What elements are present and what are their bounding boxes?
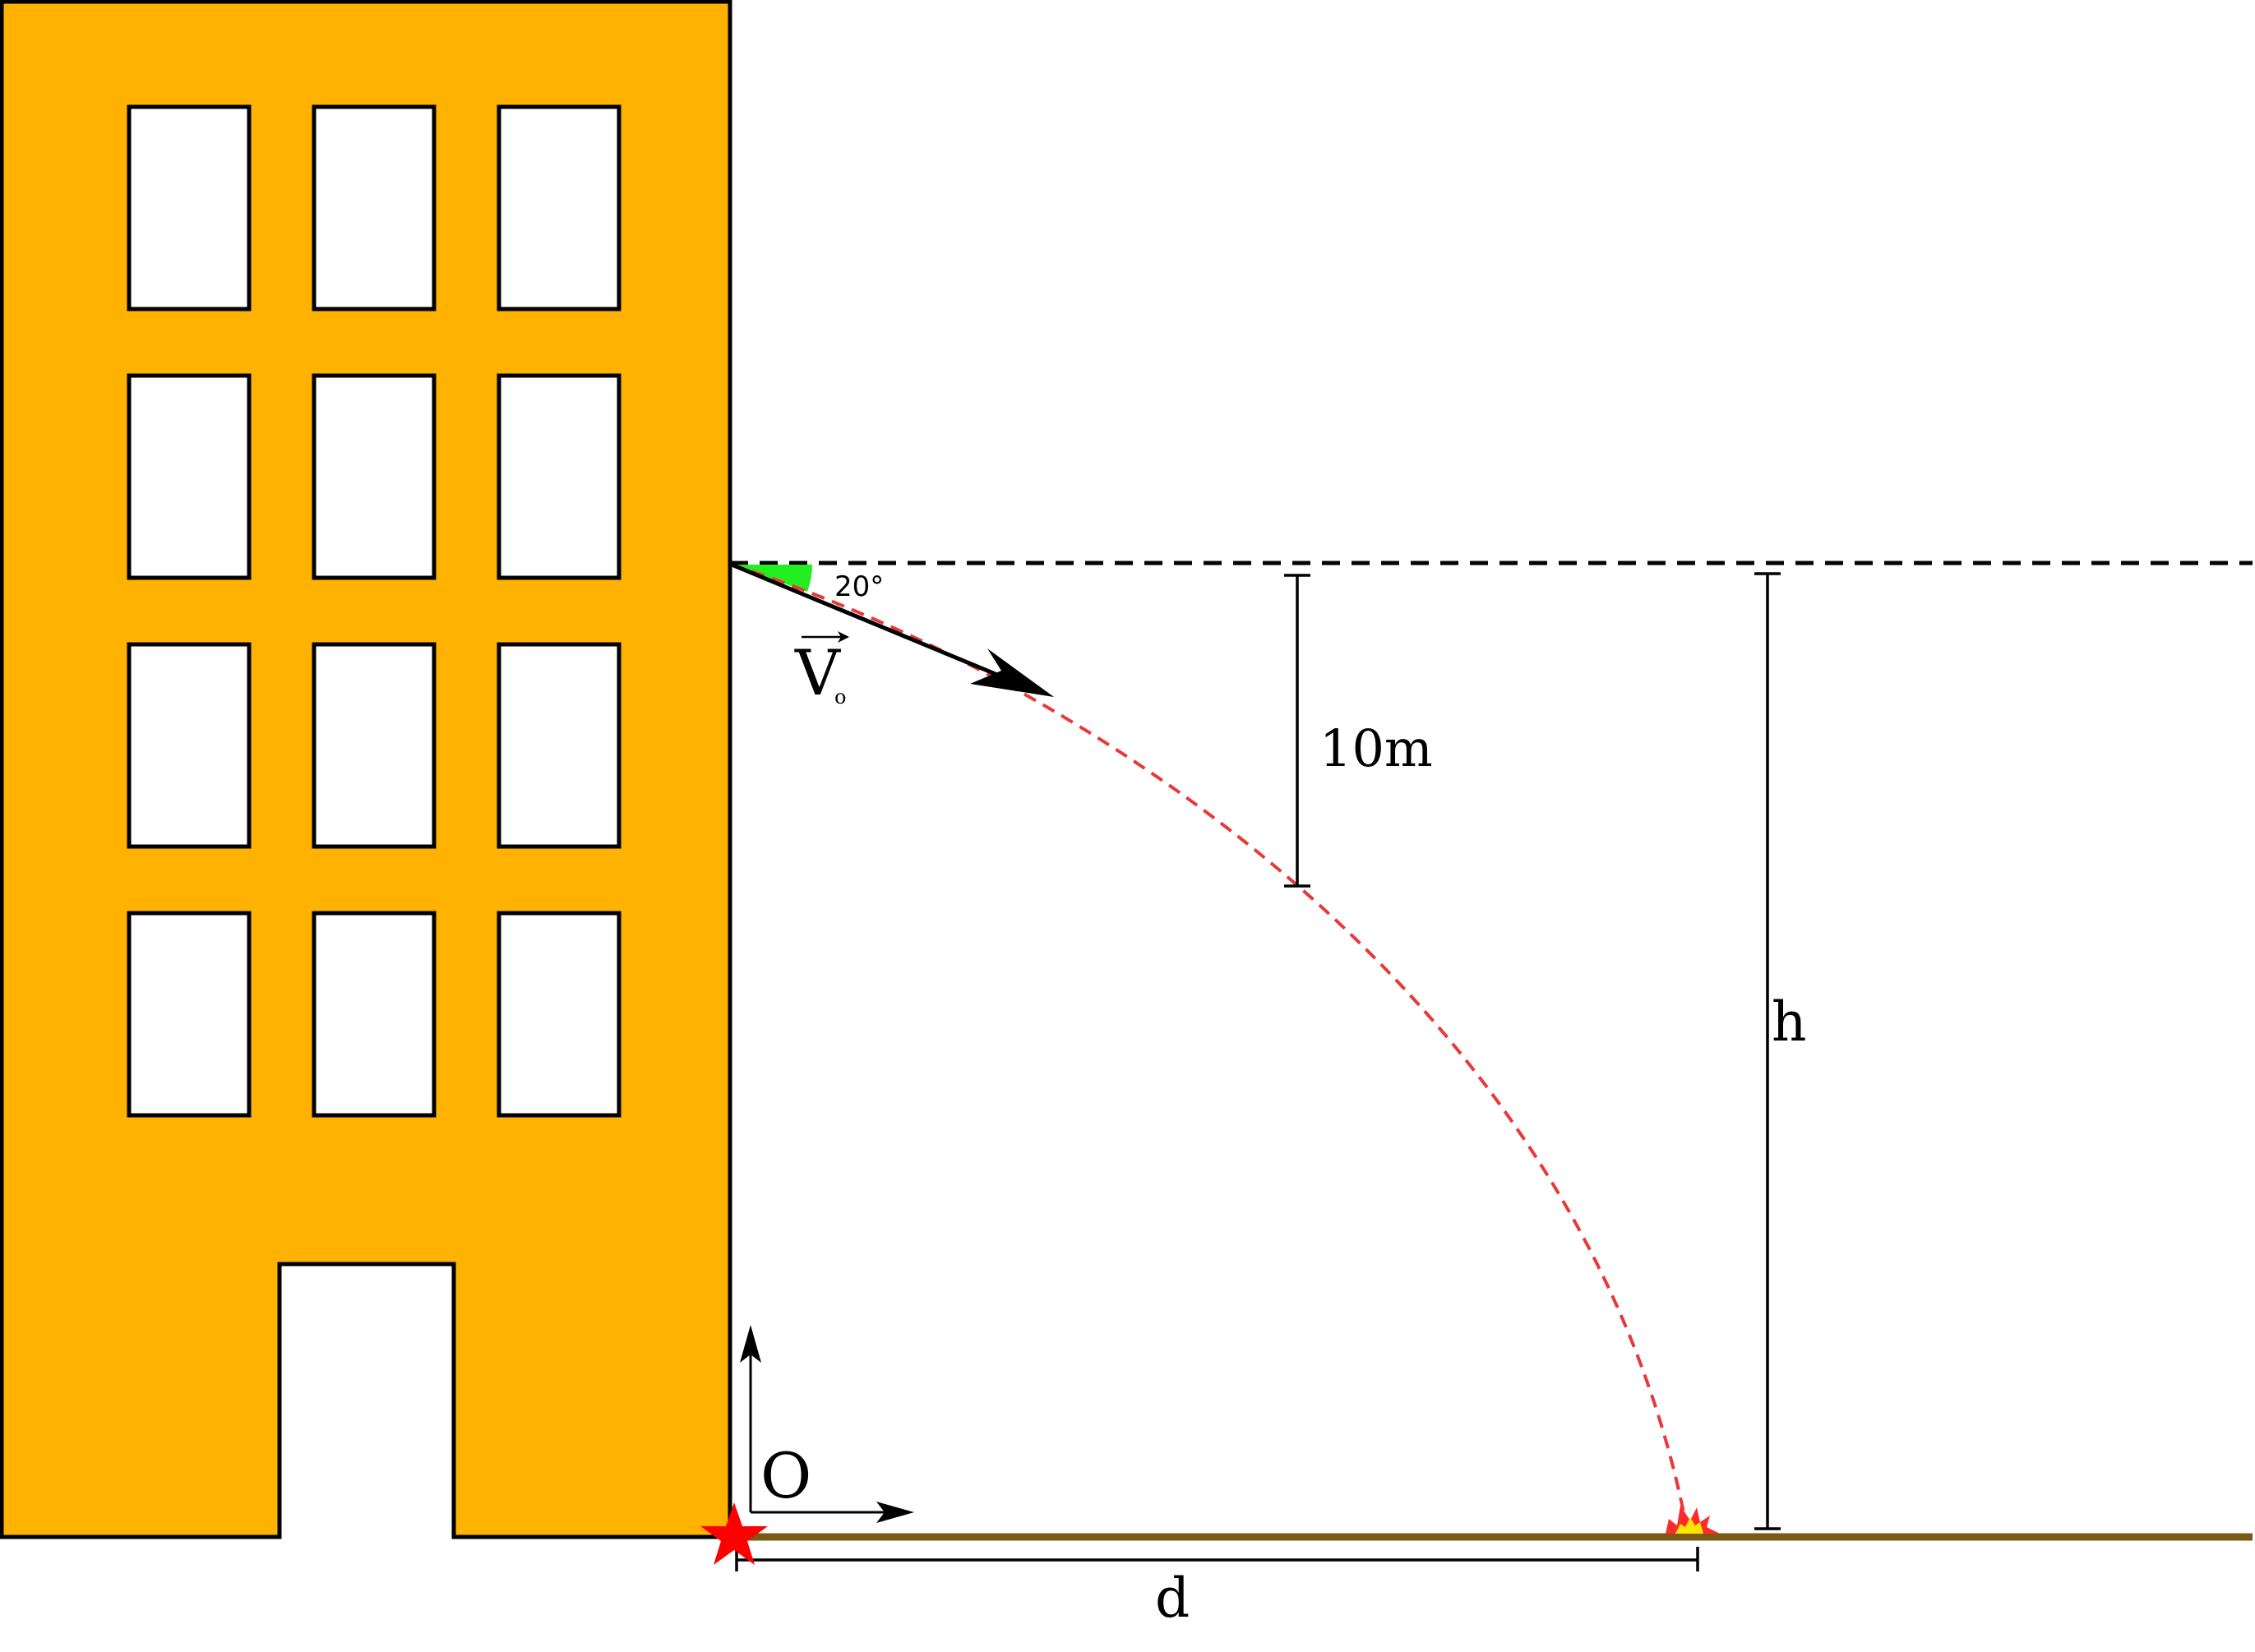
velocity-label: V o bbox=[794, 631, 849, 709]
origin-star-icon bbox=[700, 1502, 768, 1565]
x-axis-arrowhead bbox=[876, 1502, 914, 1523]
initial-velocity-vector bbox=[731, 562, 1054, 697]
dimension-10m bbox=[1284, 574, 1310, 888]
window bbox=[497, 104, 622, 311]
window bbox=[312, 373, 437, 580]
velocity-subscript: o bbox=[834, 685, 846, 708]
window bbox=[312, 104, 437, 311]
dimension-10m-label: 10m bbox=[1319, 718, 1433, 778]
projectile-trajectory bbox=[731, 563, 1687, 1521]
angle-label: 20° bbox=[834, 570, 884, 603]
window bbox=[497, 911, 622, 1118]
impact-burst-icon bbox=[1666, 1506, 1720, 1534]
distance-label: d bbox=[1155, 1567, 1190, 1630]
velocity-arrowhead bbox=[970, 648, 1054, 697]
coordinate-axes bbox=[740, 1325, 914, 1523]
window bbox=[312, 911, 437, 1118]
origin-label: O bbox=[760, 1439, 811, 1512]
height-dimension bbox=[1754, 572, 1781, 1530]
window bbox=[497, 373, 622, 580]
y-axis-arrowhead bbox=[740, 1325, 761, 1363]
window bbox=[497, 642, 622, 849]
window bbox=[127, 911, 252, 1118]
height-label: h bbox=[1772, 990, 1807, 1054]
building-windows bbox=[127, 104, 622, 1118]
window bbox=[127, 373, 252, 580]
distance-dimension bbox=[735, 1547, 1699, 1571]
building bbox=[0, 0, 732, 1539]
window bbox=[127, 104, 252, 311]
velocity-letter: V bbox=[794, 636, 841, 709]
window bbox=[127, 642, 252, 849]
window bbox=[312, 642, 437, 849]
